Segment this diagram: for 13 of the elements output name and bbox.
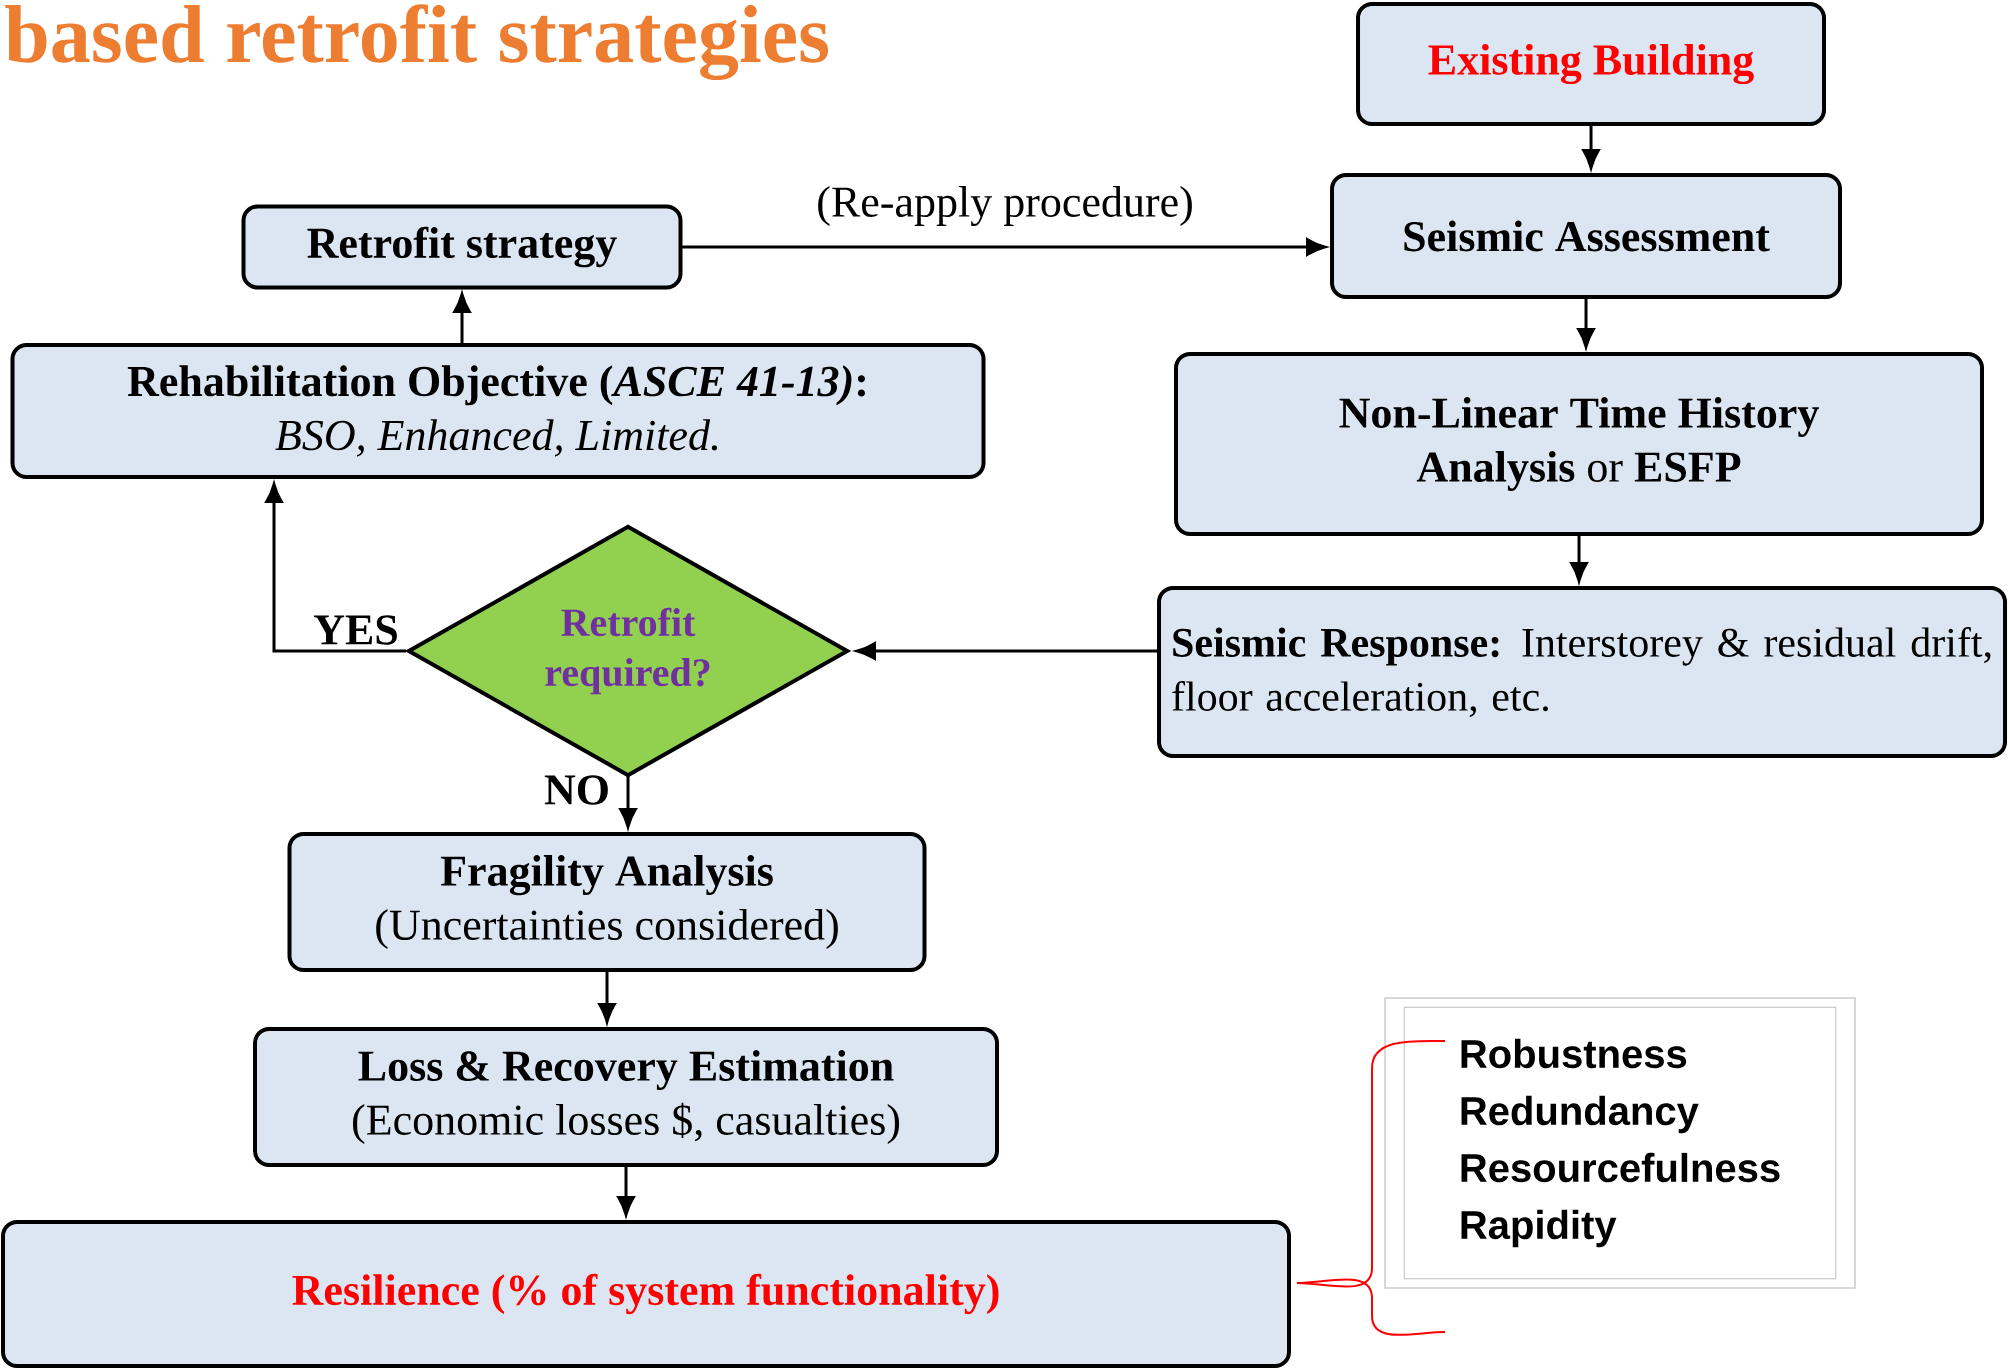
edge-label: YES [311,613,401,647]
process-box: Rehabilitation Objective (ASCE 41-13): BSO, Enhanced, Limited. [10,343,986,479]
process-box: Seismic Response: Interstorey & residual drift, floor acceleration, etc. [1157,586,2008,758]
list-panel: Robustness Redundancy Resourcefulness Rapidity [1384,997,1856,1289]
process-box: Non-Linear Time History Analysis or ESFP [1174,352,1985,536]
process-box: Retrofit strategy [241,204,683,290]
process-box: Seismic Assessment [1330,173,1842,299]
process-box: Fragility Analysis (Uncertainties considered) [287,832,927,972]
result-box: Resilience (% of system functionality) [1,1220,1291,1368]
edge-label: (Re-apply procedure) [814,184,1196,228]
process-box: Loss & Recovery Estimation (Economic losses $, casualties) [253,1027,999,1167]
start-box: Existing Building [1356,2,1826,126]
title: based retrofit strategies [5,4,829,81]
